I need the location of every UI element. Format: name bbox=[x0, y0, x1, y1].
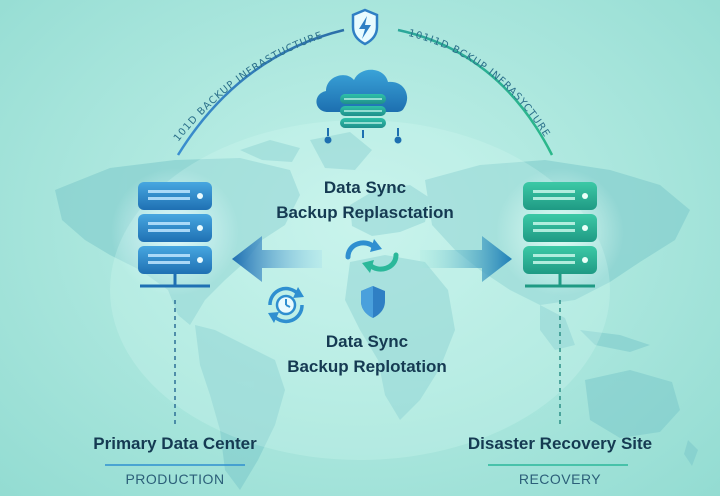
sync-arrows-icon bbox=[345, 239, 399, 273]
primary-site-title: Primary Data Center bbox=[93, 434, 257, 453]
shield-bolt-icon bbox=[351, 8, 379, 46]
clock-sync-icon bbox=[268, 286, 304, 324]
caption-bottom-line1: Data Sync bbox=[325, 332, 409, 351]
recovery-site-title: Disaster Recovery Site bbox=[467, 434, 653, 453]
primary-server-icon bbox=[111, 168, 239, 296]
recovery-site-subtitle: RECOVERY bbox=[518, 471, 602, 487]
caption-top: Data Sync Backup Replasctation bbox=[260, 175, 470, 225]
caption-top-line1: Data Sync bbox=[323, 178, 407, 197]
recovery-server-icon bbox=[496, 168, 624, 296]
caption-top-line2: Backup Replasctation bbox=[276, 203, 454, 222]
arrow-to-primary bbox=[232, 236, 322, 282]
shield-icon bbox=[361, 286, 385, 318]
cloud-database-icon bbox=[316, 69, 408, 144]
caption-bottom-line2: Backup Replotation bbox=[287, 357, 447, 376]
primary-site-subtitle: PRODUCTION bbox=[125, 471, 225, 487]
arrow-to-recovery bbox=[420, 236, 512, 282]
caption-bottom: Data Sync Backup Replotation bbox=[262, 329, 472, 379]
